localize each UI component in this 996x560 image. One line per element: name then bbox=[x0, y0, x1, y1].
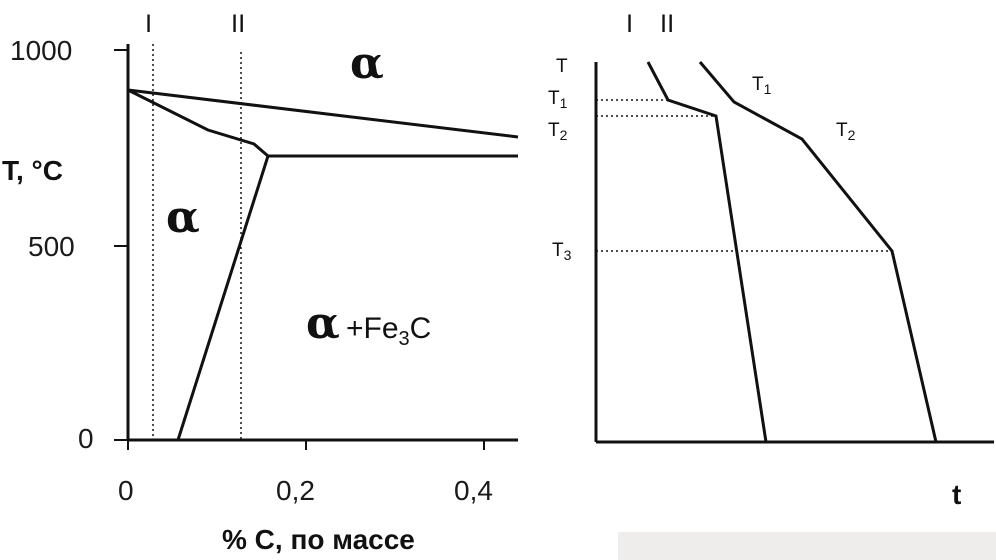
solubility-limit-line bbox=[176, 155, 270, 441]
cooling-curve-i bbox=[646, 61, 768, 443]
cooling-curve-ii bbox=[698, 61, 938, 443]
alloy-marker-i: I bbox=[145, 10, 152, 38]
curve-marker-ii: II bbox=[660, 10, 674, 38]
phase-label-alpha-fe3c-text: +Fe3C bbox=[346, 312, 431, 350]
caption-box bbox=[618, 532, 996, 560]
alloy-marker-ii: II bbox=[231, 10, 245, 38]
solvus-curve bbox=[127, 88, 269, 158]
y-tick-label-1000: 1000 bbox=[10, 35, 72, 66]
x-tick-label-0-4: 0,4 bbox=[454, 475, 493, 506]
x-tick-label-0: 0 bbox=[118, 475, 134, 506]
cooling-y-axis-label: T bbox=[556, 56, 568, 77]
phase-diagram: 1000 500 0 0 0,2 0,4 T, °C % C, по массе… bbox=[2, 10, 519, 555]
cooling-x-axis-label: t bbox=[952, 479, 961, 510]
phase-label-alpha-fe3c: α +Fe3C bbox=[306, 298, 431, 350]
curve-marker-i: I bbox=[626, 10, 633, 38]
x-axis-label: % C, по массе bbox=[222, 524, 415, 555]
y-axis-label: T, °C bbox=[2, 155, 63, 186]
cooling-curves: T t I II T1 T2 T3 T1 T2 bbox=[548, 10, 994, 510]
temp-label-t3-axis: T3 bbox=[552, 240, 572, 263]
y-tick-label-500: 500 bbox=[28, 231, 75, 262]
upper-boundary-line bbox=[127, 88, 519, 139]
phase-label-alpha-left: α bbox=[166, 192, 200, 243]
temp-label-t2-curve: T2 bbox=[836, 120, 856, 143]
temp-label-t2-axis: T2 bbox=[548, 120, 568, 143]
temp-label-t1-axis: T1 bbox=[548, 88, 568, 111]
x-tick-label-0-2: 0,2 bbox=[276, 475, 315, 506]
temp-label-t1-curve: T1 bbox=[752, 74, 772, 97]
y-tick-label-0: 0 bbox=[78, 423, 94, 454]
phase-label-alpha-fe3c-symbol: α bbox=[306, 298, 340, 349]
phase-label-alpha-top: α bbox=[350, 38, 384, 89]
